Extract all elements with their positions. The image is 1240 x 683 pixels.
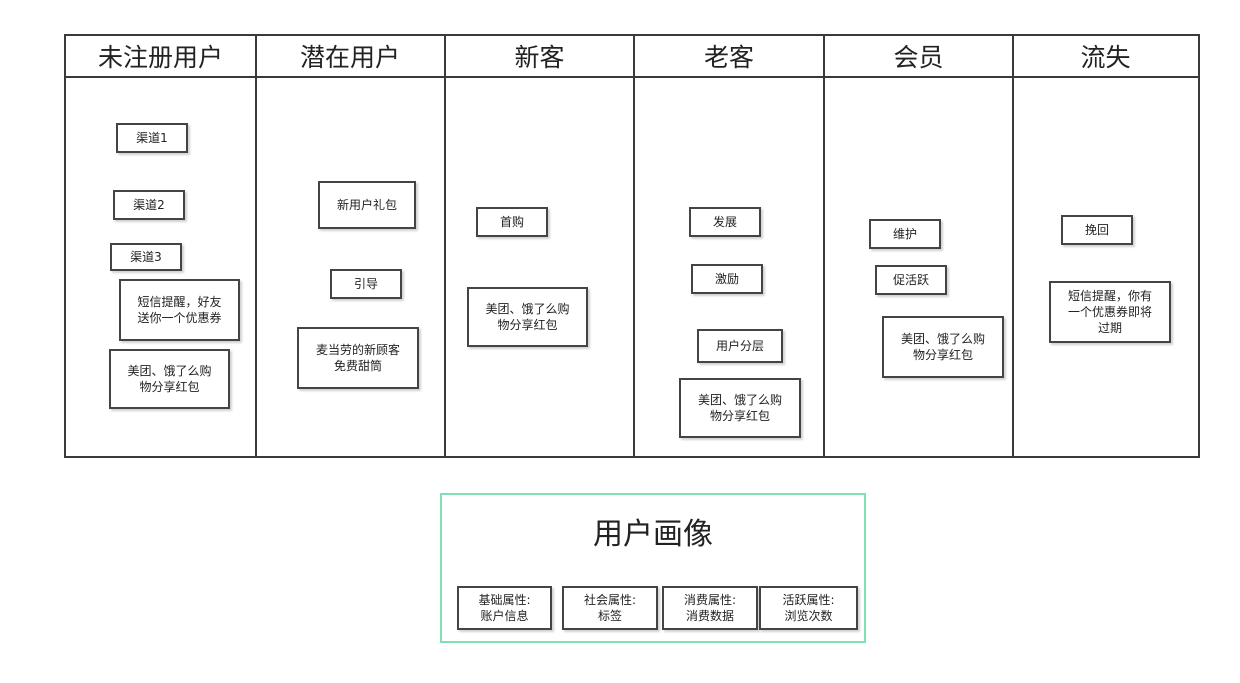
box-user-segmentation: 用户分层: [697, 329, 783, 363]
box-maintain: 维护: [869, 219, 941, 249]
box-share-redpacket: 美团、饿了么购 物分享红包: [467, 287, 588, 347]
column-header-potential: 潜在用户: [255, 36, 445, 78]
box-promote-activity: 促活跃: [875, 265, 947, 295]
box-share-redpacket: 美团、饿了么购 物分享红包: [679, 378, 801, 438]
box-incentive: 激励: [691, 264, 763, 294]
column-divider: [823, 36, 825, 456]
column-header-old: 老客: [634, 36, 824, 78]
attr-basic: 基础属性: 账户信息: [457, 586, 552, 630]
column-header-new: 新客: [445, 36, 634, 78]
box-share-redpacket: 美团、饿了么购 物分享红包: [882, 316, 1004, 378]
attr-activity: 活跃属性: 浏览次数: [759, 586, 858, 630]
column-divider: [255, 36, 257, 456]
box-channel-2: 渠道2: [113, 190, 185, 220]
box-channel-3: 渠道3: [110, 243, 182, 271]
column-divider: [444, 36, 446, 456]
box-guide: 引导: [330, 269, 402, 299]
column-header-unregistered: 未注册用户: [66, 36, 255, 78]
attr-consumption: 消费属性: 消费数据: [662, 586, 758, 630]
column-divider: [1012, 36, 1014, 456]
box-win-back: 挽回: [1061, 215, 1133, 245]
column-header-churn: 流失: [1013, 36, 1198, 78]
box-new-user-gift: 新用户礼包: [318, 181, 416, 229]
box-develop: 发展: [689, 207, 761, 237]
column-divider: [633, 36, 635, 456]
box-sms-coupon-expiring: 短信提醒，你有 一个优惠券即将 过期: [1049, 281, 1171, 343]
column-header-member: 会员: [824, 36, 1013, 78]
user-portrait-panel: 用户画像 基础属性: 账户信息 社会属性: 标签 消费属性: 消费数据 活跃属性…: [440, 493, 866, 643]
box-first-purchase: 首购: [476, 207, 548, 237]
box-sms-friend-coupon: 短信提醒，好友 送你一个优惠券: [119, 279, 240, 341]
box-share-redpacket: 美团、饿了么购 物分享红包: [109, 349, 230, 409]
box-channel-1: 渠道1: [116, 123, 188, 153]
attr-social: 社会属性: 标签: [562, 586, 658, 630]
lifecycle-table: 未注册用户 潜在用户 新客 老客 会员 流失 渠道1 渠道2 渠道3 短信提醒，…: [64, 34, 1200, 458]
portrait-title: 用户画像: [593, 517, 713, 552]
box-mcdonalds-free-cone: 麦当劳的新顾客 免费甜筒: [297, 327, 419, 389]
